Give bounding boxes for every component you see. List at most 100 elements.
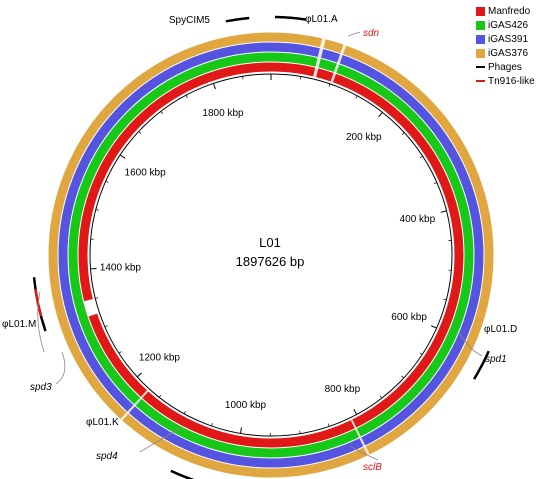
- scale-minor-tick: [328, 83, 331, 87]
- scale-tick-label: 1200 kbp: [139, 353, 181, 364]
- scale-minor-tick: [327, 423, 330, 427]
- scale-major-tick: [440, 210, 447, 213]
- genome-name: L01: [259, 235, 281, 250]
- scale-tick-label: 600 kbp: [391, 312, 427, 323]
- ring-gap: [340, 44, 347, 55]
- phage-arc: [225, 16, 250, 23]
- scale-minor-tick: [138, 131, 142, 134]
- scale-major-tick: [430, 325, 437, 329]
- scale-minor-tick: [104, 325, 108, 328]
- scale-minor-tick: [419, 155, 423, 159]
- scale-tick-label: 1800 kbp: [202, 108, 244, 119]
- scale-minor-tick: [401, 132, 405, 135]
- scale-tick-label: 1600 kbp: [125, 168, 167, 179]
- scale-major-tick: [119, 154, 126, 159]
- ring-gap: [83, 298, 98, 317]
- legend-label: Phages: [488, 61, 522, 73]
- scale-minor-tick: [379, 395, 383, 399]
- legend-swatch-igas391: [476, 34, 485, 44]
- scale-minor-tick: [443, 298, 447, 301]
- scale-minor-tick: [185, 95, 188, 99]
- scale-major-tick: [136, 372, 142, 378]
- phage-bracket: [37, 291, 45, 353]
- gene-label: spd3: [30, 382, 52, 393]
- scale-tick-label: 200 kbp: [346, 132, 382, 143]
- legend-label: iGAS426: [488, 19, 529, 31]
- legend-label: iGAS376: [488, 47, 529, 59]
- ring-gap: [354, 427, 362, 438]
- gene-leader-line: [349, 445, 379, 461]
- ring-gap: [317, 47, 324, 59]
- scale-tick-label: 400 kbp: [400, 214, 436, 225]
- gene-label: sdn: [363, 28, 380, 39]
- ring-igas391: [58, 42, 484, 468]
- ring-gap: [120, 411, 129, 421]
- scale-minor-tick: [401, 375, 405, 379]
- legend-item-igas426: iGAS426: [476, 18, 550, 32]
- scale-tick-label: 1400 kbp: [100, 263, 142, 274]
- gene-leader-line: [139, 427, 181, 453]
- scale-major-tick: [239, 427, 242, 434]
- phage-label: φL01.D: [484, 324, 517, 335]
- legend-item-tn916: Tn916-like: [476, 74, 550, 88]
- scale-minor-tick: [183, 410, 186, 414]
- genome-size: 1897626 bp: [236, 254, 305, 269]
- legend-swatch-manfredo: [476, 6, 485, 16]
- ring-gap: [350, 419, 357, 429]
- ring-gap: [363, 445, 370, 456]
- ring-gap: [127, 404, 136, 414]
- ring-igas426: [68, 52, 474, 458]
- scale-minor-tick: [211, 422, 213, 427]
- phage-arc: [170, 469, 195, 479]
- scale-minor-tick: [355, 95, 358, 99]
- scale-major-tick: [353, 408, 358, 415]
- scale-minor-tick: [158, 394, 162, 398]
- ring-tracks: [48, 32, 494, 478]
- gene-leader-line: [55, 351, 66, 385]
- scale-minor-tick: [95, 297, 99, 299]
- gene-label: spd4: [96, 451, 118, 462]
- ring-gap: [313, 67, 319, 78]
- gene-leader-line: [459, 333, 483, 357]
- phage-label: SpyCIM5: [169, 15, 211, 26]
- ring-gap: [133, 397, 142, 406]
- scale-major-tick: [378, 111, 383, 118]
- scale-tick-label: 1000 kbp: [225, 400, 267, 411]
- ring-gap: [330, 72, 337, 83]
- ring-gap: [315, 57, 321, 68]
- scale-tick-label: 800 kbp: [325, 384, 361, 395]
- legend-item-manfredo: Manfredo: [476, 4, 550, 18]
- kbp-scale: 200 kbp 400 kbp 600 kbp 800 kbp 1000 kbp 1200…: [89, 73, 453, 437]
- legend: Manfredo iGAS426 iGAS391 iGAS376 Phages …: [476, 4, 550, 88]
- gene-leader-line: [347, 31, 361, 37]
- scale-major-tick: [213, 83, 216, 90]
- phage-label: φL01.A: [305, 14, 338, 25]
- legend-label: Tn916-like: [488, 75, 535, 87]
- legend-swatch-phages: [476, 66, 485, 68]
- ring-gap: [319, 37, 326, 49]
- scale-minor-tick: [105, 180, 109, 183]
- legend-label: Manfredo: [488, 5, 531, 17]
- legend-swatch-igas426: [476, 20, 485, 30]
- ring-gap: [333, 63, 340, 74]
- legend-item-phages: Phages: [476, 60, 550, 74]
- scale-minor-tick: [118, 351, 122, 354]
- scale-minor-tick: [419, 352, 423, 355]
- legend-label: iGAS391: [488, 33, 529, 45]
- phage-label: φL01.M: [2, 319, 36, 330]
- phage-arc: [274, 15, 307, 21]
- scale-minor-tick: [433, 182, 438, 185]
- legend-swatch-tn916: [476, 80, 485, 82]
- legend-swatch-igas376: [476, 48, 485, 58]
- ring-gap: [140, 389, 149, 399]
- gene-label: spd1: [485, 354, 507, 365]
- phage-arc: [473, 350, 490, 380]
- legend-item-igas376: iGAS376: [476, 46, 550, 60]
- ring-manfredo: [78, 62, 464, 448]
- ring-gap: [359, 436, 366, 447]
- ring-gap: [336, 53, 343, 64]
- scale-minor-tick: [95, 209, 99, 211]
- scale-minor-tick: [160, 111, 163, 114]
